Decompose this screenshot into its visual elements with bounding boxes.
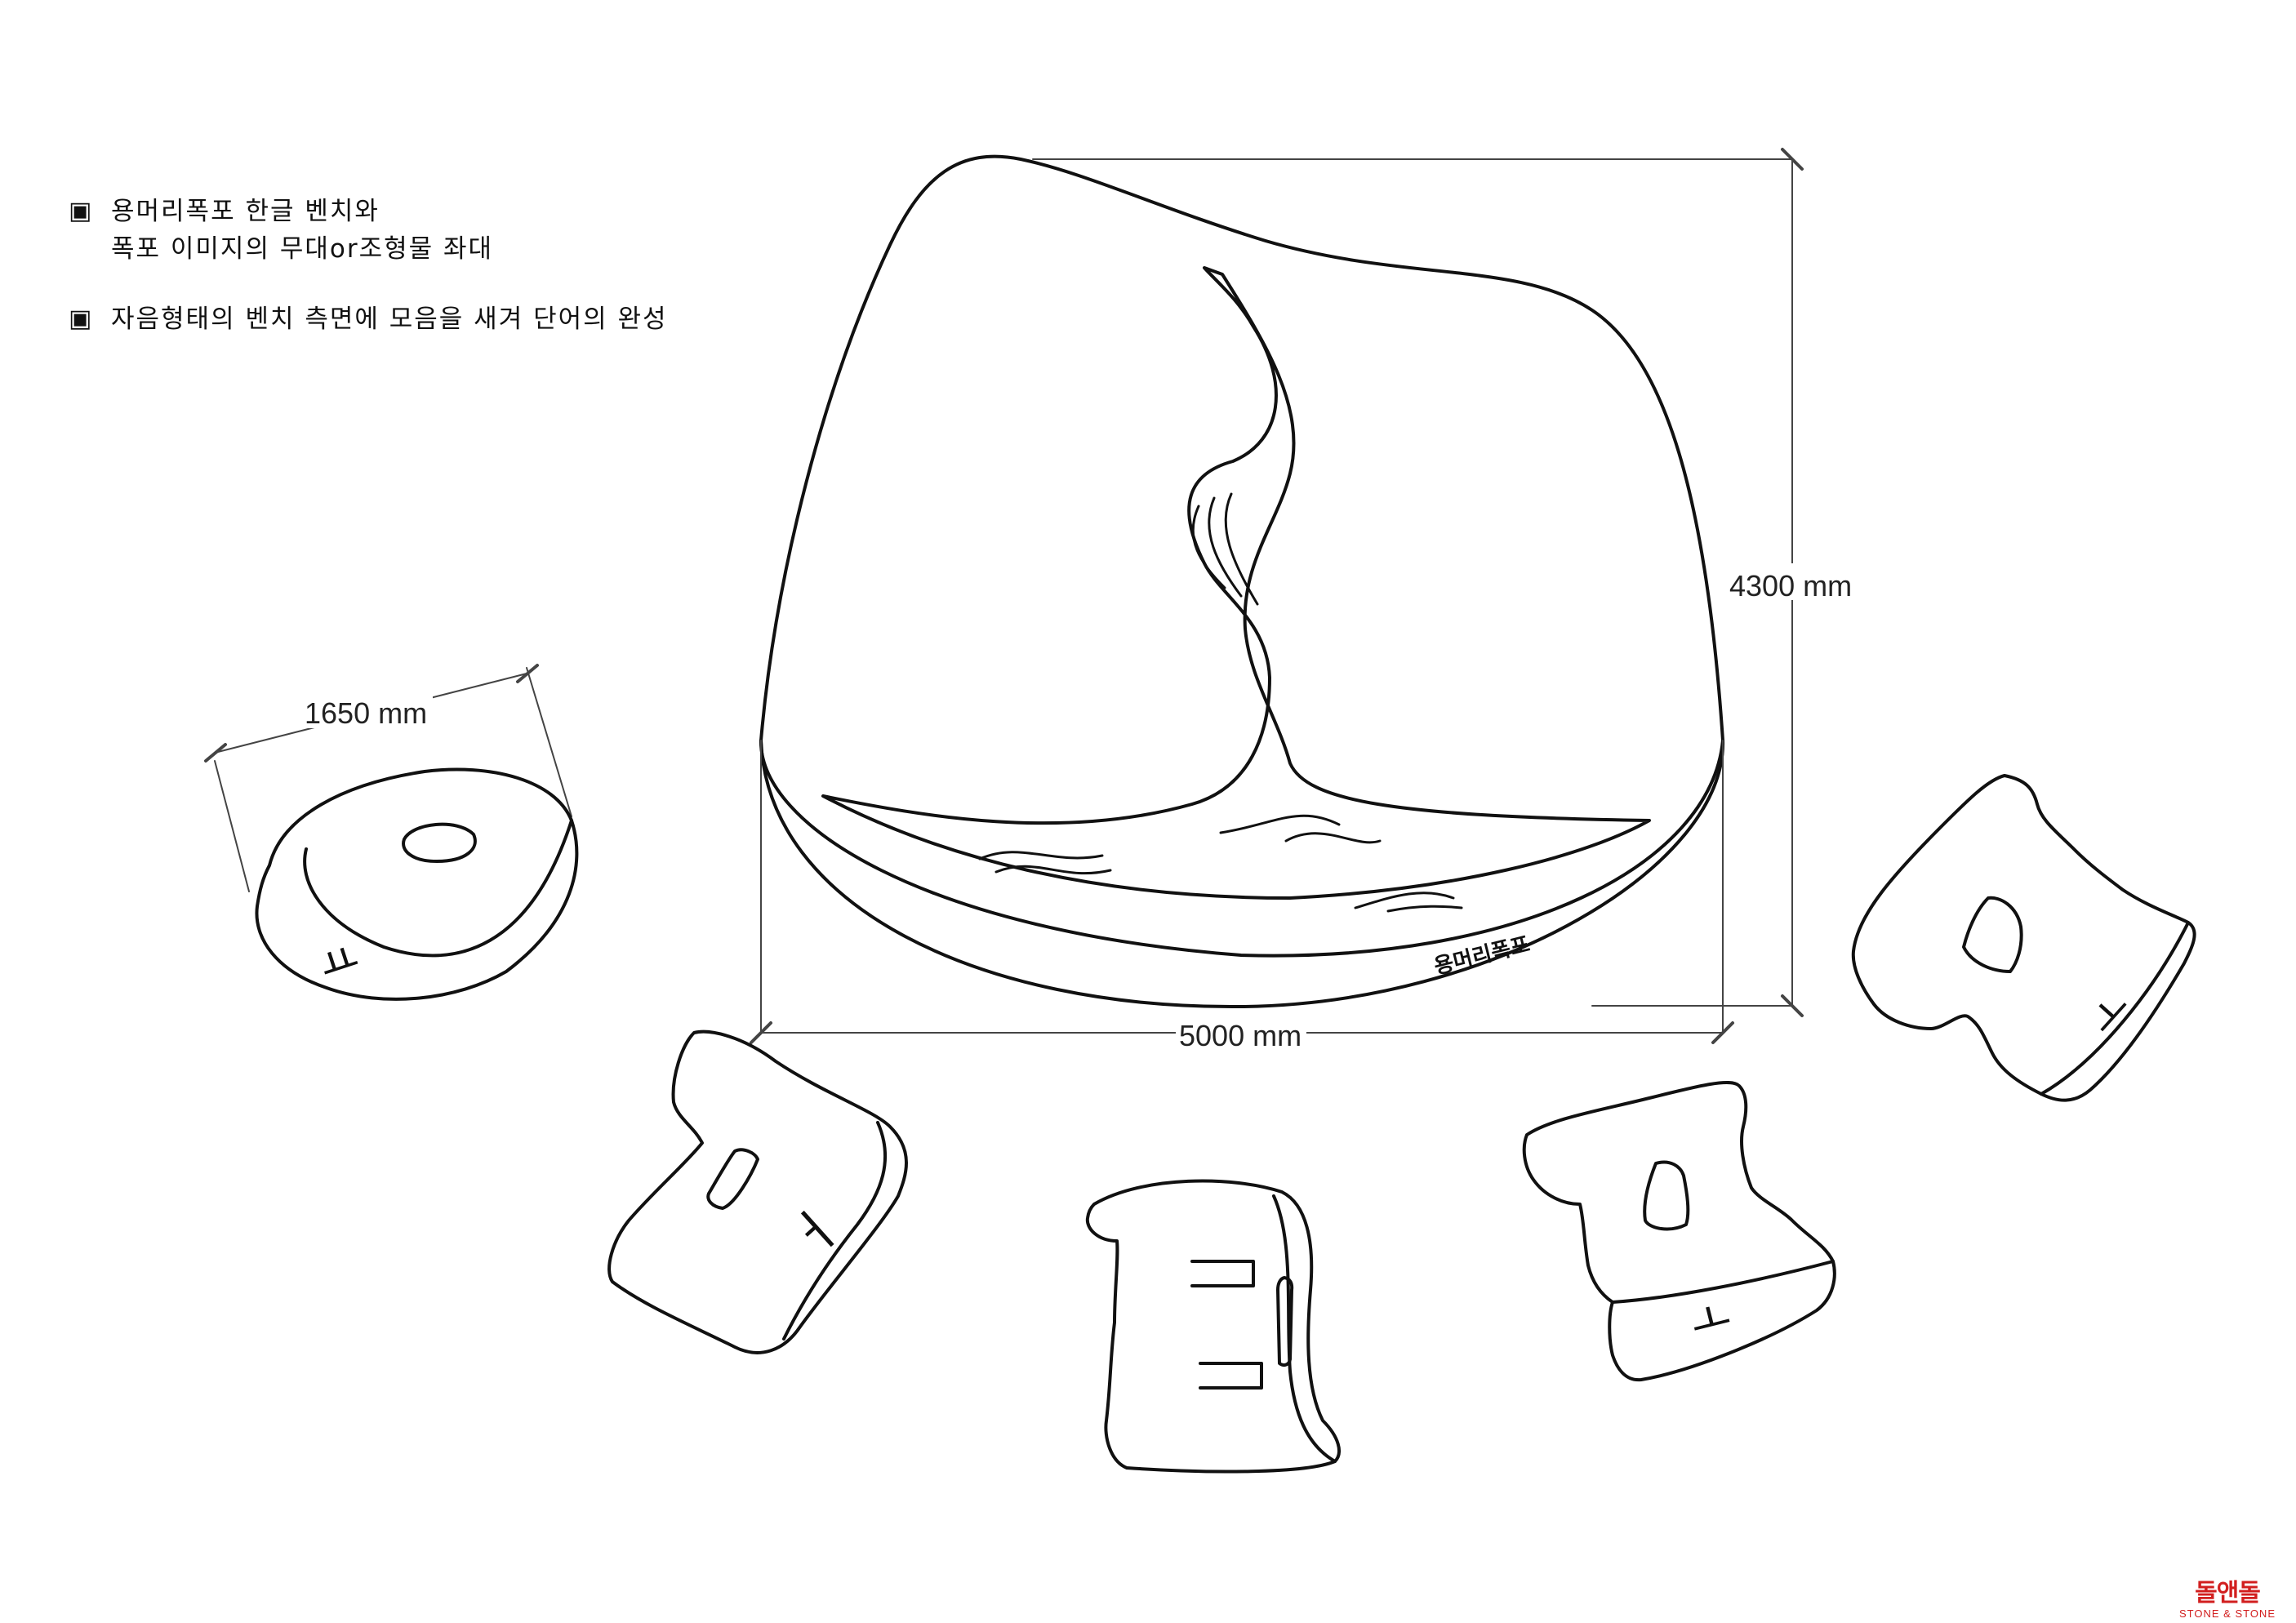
bench-rieul	[1085, 1179, 1341, 1474]
dimension-width: 5000 mm	[1179, 1019, 1302, 1052]
stage-outline	[759, 154, 1725, 1009]
logo-sub-text: STONE & STONE	[2179, 1607, 2276, 1620]
waterfall-ripple	[1191, 505, 1226, 589]
water-wave	[1386, 905, 1463, 913]
bench-rieul-outline	[1085, 1179, 1341, 1474]
bench-pieup-2-face-edge	[2040, 921, 2190, 1096]
bench-mieum-hole	[706, 1148, 759, 1210]
stage-dimensions	[204, 148, 1804, 1044]
bench-ieung-outline	[255, 767, 579, 1001]
bench-rieul-groove	[1199, 1362, 1263, 1390]
waterfall-stream	[821, 266, 1651, 900]
bench-ieung-top-edge	[303, 819, 573, 958]
notes: ▣ 용머리폭포 한글 벤치와 폭포 이미지의 무대or조형물 좌대 ▣ 자음형태…	[69, 193, 668, 338]
bullet-icon: ▣	[69, 197, 94, 225]
water-wave	[994, 865, 1112, 875]
company-logo: 돌앤돌 STONE & STONE	[2178, 1579, 2276, 1621]
bench-pieup-1-hole	[1643, 1160, 1690, 1231]
bench-pieup-1-vowel: ㅗ	[1684, 1290, 1736, 1350]
note-1-line-2: 폭포 이미지의 무대or조형물 좌대	[111, 234, 494, 264]
waterfall-ripple	[1224, 492, 1259, 606]
dimension-height: 4300 mm	[1729, 569, 1852, 603]
bench-pieup-2-outline	[1851, 774, 2196, 1102]
logo-main-text: 돌앤돌	[2195, 1579, 2261, 1607]
waterfall-stage	[759, 154, 1725, 1009]
bench-pieup-1	[1522, 1080, 1836, 1382]
bench-mieum-outline	[607, 1029, 908, 1354]
note-item-2: ▣ 자음형태의 벤치 측면에 모음을 새겨 단어의 완성	[69, 300, 668, 338]
bench-pieup-1-face-edge	[1611, 1260, 1835, 1304]
bench-rieul-groove	[1190, 1260, 1255, 1287]
bench-mieum	[607, 1029, 908, 1354]
water-wave	[1354, 892, 1455, 909]
water-wave	[1219, 814, 1341, 834]
bench-pieup-2-hole	[1962, 896, 2023, 973]
note-item-1: ▣ 용머리폭포 한글 벤치와 폭포 이미지의 무대or조형물 좌대	[69, 193, 668, 268]
bench-pieup-2	[1851, 774, 2196, 1102]
bench-ieung	[255, 767, 579, 1001]
bullet-icon: ▣	[69, 305, 94, 333]
bench-rieul-vowel-slot	[1276, 1276, 1294, 1367]
note-1-line-1: 용머리폭포 한글 벤치와	[111, 197, 380, 226]
bench-pieup-2-vowel: ㅗ	[2077, 981, 2142, 1046]
waterfall-ripple	[1208, 496, 1243, 598]
water-wave	[1284, 832, 1382, 844]
water-wave	[978, 851, 1104, 860]
stage-front-face-top	[759, 739, 1724, 958]
note-2-line-1: 자음형태의 벤치 측면에 모음을 새겨 단어의 완성	[111, 305, 668, 334]
bench-ieung-vowel: ㅛ	[313, 933, 365, 992]
bench-rieul-face-edge	[1272, 1194, 1337, 1463]
bench-mieum-vowel: ㅓ	[777, 1195, 852, 1270]
bench-pieup-1-outline	[1522, 1080, 1836, 1382]
bench-mieum-face-edge	[782, 1121, 888, 1341]
bench-ieung-hole	[402, 822, 477, 863]
dimension-bench: 1650 mm	[305, 696, 427, 730]
